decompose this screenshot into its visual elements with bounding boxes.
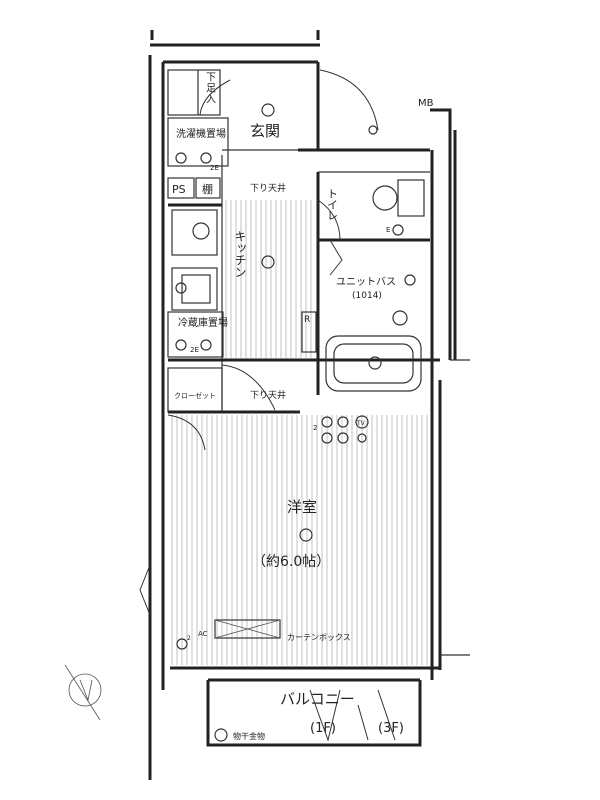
drying-label: 物干金物 xyxy=(233,731,265,741)
floor-hatch xyxy=(171,200,428,665)
labels: 下足入 玄関 MB 洗濯機置場 2E PS 棚 下り天井 キッチン 冷蔵庫置場 … xyxy=(172,72,434,742)
lowered-ceiling-2: 下り天井 xyxy=(250,389,286,401)
doors xyxy=(139,69,396,742)
ps-label: PS xyxy=(172,183,186,196)
fridge-box-label: 2E xyxy=(190,346,199,354)
genkan-label: 玄関 xyxy=(250,122,280,140)
mb-label: MB xyxy=(418,98,434,109)
washer-box-label: 2E xyxy=(210,164,219,172)
bath-label: ユニットバス xyxy=(336,276,396,288)
tv-label: TV xyxy=(356,420,366,427)
range-hood-label: R xyxy=(304,315,310,325)
partitions xyxy=(167,69,440,639)
kitchen-label: キッチン xyxy=(233,230,247,278)
closet-label: クローゼット xyxy=(174,391,216,400)
ac-label: AC xyxy=(198,630,208,638)
shelf-label: 棚 xyxy=(202,182,213,196)
bath-size-label: (1014) xyxy=(352,291,382,301)
balcony-3f-label: (3F) xyxy=(378,721,404,736)
north-arrow xyxy=(64,664,102,721)
washer-label: 洗濯機置場 xyxy=(176,127,226,140)
outlet-2b-label: 2 xyxy=(187,635,191,642)
balcony-1f-label: (1F) xyxy=(310,721,336,736)
western-label: 洋室 xyxy=(287,498,317,516)
curtain-label: カーテンボックス xyxy=(287,633,351,642)
outer-walls xyxy=(148,30,470,780)
outlets xyxy=(175,103,416,742)
toilet-e-label: E xyxy=(386,226,390,234)
outlet-2-label: 2 xyxy=(313,424,317,432)
fridge-label: 冷蔵庫置場 xyxy=(178,316,228,329)
lowered-ceiling-1: 下り天井 xyxy=(250,182,286,194)
toilet-label: トイレ xyxy=(326,188,339,221)
getabako-label: 下足入 xyxy=(204,72,216,105)
balcony-label: バルコニー xyxy=(280,690,355,708)
western-size-label: （約6.0帖） xyxy=(252,554,330,570)
